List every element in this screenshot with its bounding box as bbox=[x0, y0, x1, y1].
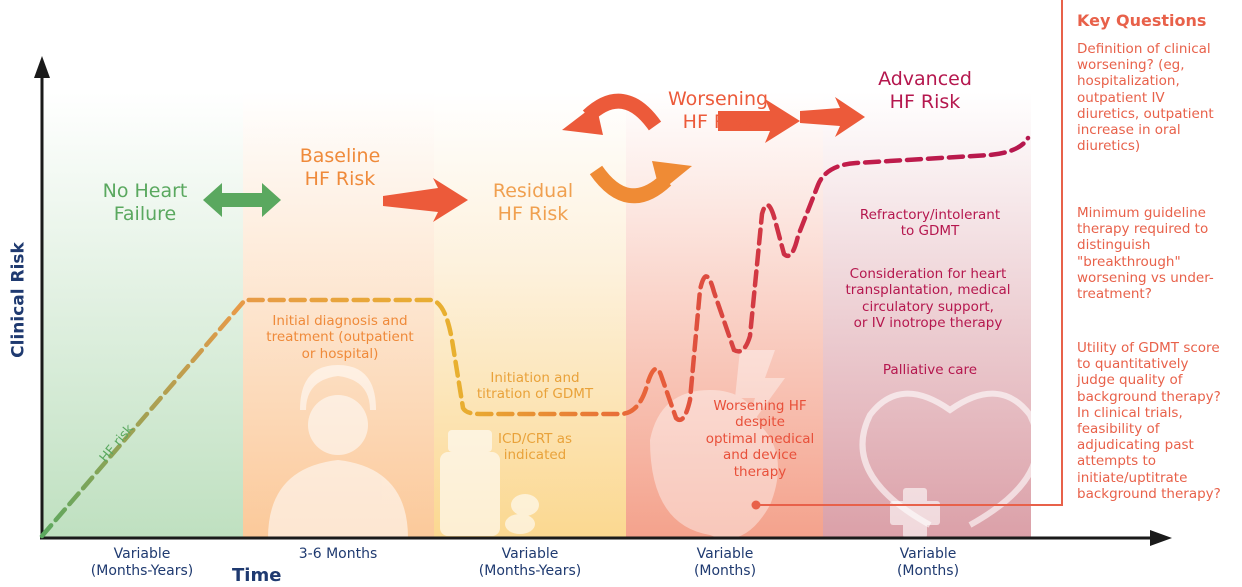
x-axis-arrow bbox=[1150, 530, 1172, 546]
stage-panel-no-hf bbox=[42, 92, 243, 538]
heart-anatomy-icon bbox=[650, 350, 785, 539]
right-arrow-icon bbox=[718, 99, 800, 143]
right-arrow-icon bbox=[800, 97, 865, 137]
medical-cross-icon bbox=[890, 488, 940, 538]
physician-icon bbox=[268, 365, 408, 538]
stage-panel-advanced bbox=[823, 92, 1031, 538]
x-tick-baseline: 3-6 Months bbox=[298, 546, 378, 562]
key-question-connector bbox=[756, 0, 1063, 506]
x-tick-worsening: Variable(Months) bbox=[693, 546, 757, 579]
x-tick-residual: Variable(Months-Years) bbox=[478, 546, 582, 579]
x-axis-label: Time bbox=[232, 565, 282, 586]
key-questions-title: Key Questions bbox=[1077, 11, 1207, 30]
risk-trajectory bbox=[39, 135, 1031, 539]
x-tick-no-hf: Variable(Months-Years) bbox=[90, 546, 194, 579]
right-arrow-icon bbox=[383, 178, 468, 222]
x-tick-advanced: Variable(Months) bbox=[896, 546, 960, 579]
y-axis-label: Clinical Risk bbox=[8, 242, 29, 358]
heart-outline-icon bbox=[859, 390, 1041, 528]
medication-icon bbox=[440, 430, 539, 536]
advanced-note-palliative: Palliative care bbox=[882, 362, 978, 378]
cycle-arrows-icon bbox=[562, 93, 692, 204]
y-axis-arrow bbox=[34, 56, 50, 78]
bidirectional-arrow-icon bbox=[203, 183, 281, 217]
